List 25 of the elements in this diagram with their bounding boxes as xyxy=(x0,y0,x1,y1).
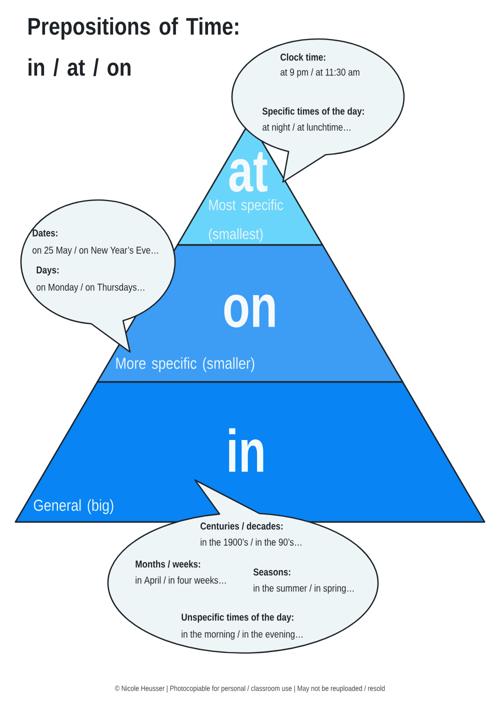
example-text: at night / at lunchtime… xyxy=(262,123,350,133)
category-heading: Seasons: xyxy=(253,568,290,576)
example-text: at 9 pm / at 11:30 am xyxy=(280,68,360,78)
example-text: in the summer / in spring… xyxy=(254,584,354,594)
example-text: in the morning / in the evening… xyxy=(182,630,302,640)
tier-label: Most specific (smallest) xyxy=(208,199,283,242)
category-heading: Months / weeks: xyxy=(136,560,200,568)
example-text: on Monday / on Thursdays… xyxy=(36,283,144,293)
category-heading: Unspecific times of the day: xyxy=(182,613,294,623)
category-heading: Dates: xyxy=(32,230,58,236)
preposition-word: at xyxy=(229,152,268,192)
category-heading: Clock time: xyxy=(280,53,326,61)
speech-bubble xyxy=(20,199,176,353)
category-heading: Days: xyxy=(36,266,59,276)
preposition-word: in xyxy=(229,428,264,472)
title: Prepositions of Time: in / at / on xyxy=(28,17,238,76)
category-heading: Specific times of the day: xyxy=(262,107,364,117)
pyramid-tier xyxy=(14,381,486,523)
category-heading: Centuries / decades: xyxy=(200,522,282,530)
tier-label: More specific (smaller) xyxy=(116,357,254,372)
tier-label: General (big) xyxy=(34,499,114,514)
example-text: on 25 May / on New Year’s Eve… xyxy=(32,246,158,256)
example-text: in the 1900’s / in the 90’s… xyxy=(200,538,302,546)
preposition-word: on xyxy=(224,294,275,328)
example-text: in April / in four weeks… xyxy=(136,576,226,586)
